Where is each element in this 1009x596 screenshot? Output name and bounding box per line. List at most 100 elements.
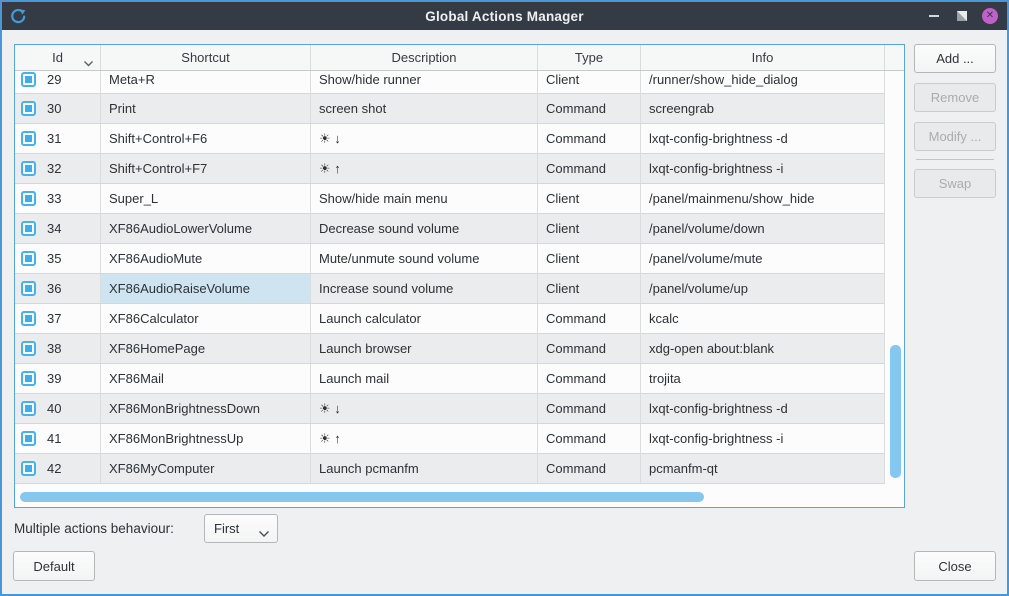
enabled-checkbox[interactable] (21, 371, 36, 386)
type-cell[interactable]: Command (538, 304, 641, 334)
description-cell[interactable]: Increase sound volume (311, 274, 538, 304)
row-id-cell[interactable]: 40 (15, 394, 101, 424)
table-row[interactable]: 40 XF86MonBrightnessDown ☀ ↓ Command lxq… (15, 394, 885, 424)
column-header-type[interactable]: Type (538, 45, 641, 70)
row-id-cell[interactable]: 31 (15, 124, 101, 154)
table-row[interactable]: 42 XF86MyComputer Launch pcmanfm Command… (15, 454, 885, 484)
info-cell[interactable]: lxqt-config-brightness -d (641, 124, 885, 154)
description-cell[interactable]: Show/hide runner (311, 71, 538, 94)
description-cell[interactable]: ☀ ↑ (311, 424, 538, 454)
table-row[interactable]: 30 Print screen shot Command screengrab (15, 94, 885, 124)
description-cell[interactable]: Launch calculator (311, 304, 538, 334)
close-button[interactable]: Close (914, 551, 996, 581)
horizontal-scrollbar-thumb[interactable] (20, 492, 704, 502)
type-cell[interactable]: Client (538, 71, 641, 94)
table-row[interactable]: 31 Shift+Control+F6 ☀ ↓ Command lxqt-con… (15, 124, 885, 154)
description-cell[interactable]: ☀ ↑ (311, 154, 538, 184)
description-cell[interactable]: Decrease sound volume (311, 214, 538, 244)
type-cell[interactable]: Command (538, 154, 641, 184)
row-id-cell[interactable]: 32 (15, 154, 101, 184)
description-cell[interactable]: Launch mail (311, 364, 538, 394)
titlebar[interactable]: Global Actions Manager ✕ (2, 2, 1007, 30)
shortcut-cell[interactable]: Super_L (101, 184, 311, 214)
shortcut-cell[interactable]: XF86Mail (101, 364, 311, 394)
modify-button[interactable]: Modify ... (914, 122, 996, 151)
description-cell[interactable]: Mute/unmute sound volume (311, 244, 538, 274)
shortcut-cell[interactable]: XF86AudioRaiseVolume (101, 274, 311, 304)
shortcut-cell[interactable]: XF86MyComputer (101, 454, 311, 484)
enabled-checkbox[interactable] (21, 431, 36, 446)
description-cell[interactable]: screen shot (311, 94, 538, 124)
description-cell[interactable]: Show/hide main menu (311, 184, 538, 214)
vertical-scrollbar-thumb[interactable] (890, 345, 901, 478)
info-cell[interactable]: lxqt-config-brightness -d (641, 394, 885, 424)
type-cell[interactable]: Command (538, 124, 641, 154)
shortcut-cell[interactable]: Shift+Control+F7 (101, 154, 311, 184)
table-row[interactable]: 29 Meta+R Show/hide runner Client /runne… (15, 71, 885, 94)
row-id-cell[interactable]: 37 (15, 304, 101, 334)
table-row[interactable]: 38 XF86HomePage Launch browser Command x… (15, 334, 885, 364)
shortcut-cell[interactable]: Print (101, 94, 311, 124)
row-id-cell[interactable]: 39 (15, 364, 101, 394)
enabled-checkbox[interactable] (21, 221, 36, 236)
row-id-cell[interactable]: 36 (15, 274, 101, 304)
vertical-scrollbar[interactable] (888, 45, 904, 507)
enabled-checkbox[interactable] (21, 72, 36, 87)
remove-button[interactable]: Remove (914, 83, 996, 112)
info-cell[interactable]: /panel/volume/up (641, 274, 885, 304)
type-cell[interactable]: Command (538, 394, 641, 424)
table-row[interactable]: 41 XF86MonBrightnessUp ☀ ↑ Command lxqt-… (15, 424, 885, 454)
description-cell[interactable]: ☀ ↓ (311, 124, 538, 154)
info-cell[interactable]: pcmanfm-qt (641, 454, 885, 484)
description-cell[interactable]: ☀ ↓ (311, 394, 538, 424)
enabled-checkbox[interactable] (21, 281, 36, 296)
behaviour-select[interactable]: First (204, 514, 278, 543)
default-button[interactable]: Default (13, 551, 95, 581)
row-id-cell[interactable]: 35 (15, 244, 101, 274)
info-cell[interactable]: /panel/volume/mute (641, 244, 885, 274)
table-row[interactable]: 37 XF86Calculator Launch calculator Comm… (15, 304, 885, 334)
shortcut-cell[interactable]: XF86HomePage (101, 334, 311, 364)
row-id-cell[interactable]: 41 (15, 424, 101, 454)
shortcut-cell[interactable]: Meta+R (101, 71, 311, 94)
shortcut-cell[interactable]: Shift+Control+F6 (101, 124, 311, 154)
type-cell[interactable]: Command (538, 364, 641, 394)
minimize-button[interactable] (925, 7, 943, 25)
enabled-checkbox[interactable] (21, 401, 36, 416)
column-header-id[interactable]: Id (15, 45, 101, 70)
info-cell[interactable]: kcalc (641, 304, 885, 334)
close-window-button[interactable]: ✕ (981, 7, 999, 25)
info-cell[interactable]: trojita (641, 364, 885, 394)
table-row[interactable]: 36 XF86AudioRaiseVolume Increase sound v… (15, 274, 885, 304)
info-cell[interactable]: xdg-open about:blank (641, 334, 885, 364)
row-id-cell[interactable]: 38 (15, 334, 101, 364)
shortcut-cell[interactable]: XF86AudioMute (101, 244, 311, 274)
shortcut-cell[interactable]: XF86MonBrightnessDown (101, 394, 311, 424)
row-id-cell[interactable]: 33 (15, 184, 101, 214)
info-cell[interactable]: lxqt-config-brightness -i (641, 154, 885, 184)
row-id-cell[interactable]: 29 (15, 71, 101, 94)
table-row[interactable]: 32 Shift+Control+F7 ☀ ↑ Command lxqt-con… (15, 154, 885, 184)
info-cell[interactable]: lxqt-config-brightness -i (641, 424, 885, 454)
column-header-info[interactable]: Info (641, 45, 885, 70)
shortcut-cell[interactable]: XF86AudioLowerVolume (101, 214, 311, 244)
enabled-checkbox[interactable] (21, 461, 36, 476)
table-row[interactable]: 34 XF86AudioLowerVolume Decrease sound v… (15, 214, 885, 244)
table-row[interactable]: 35 XF86AudioMute Mute/unmute sound volum… (15, 244, 885, 274)
table-row[interactable]: 39 XF86Mail Launch mail Command trojita (15, 364, 885, 394)
enabled-checkbox[interactable] (21, 341, 36, 356)
table-row[interactable]: 33 Super_L Show/hide main menu Client /p… (15, 184, 885, 214)
enabled-checkbox[interactable] (21, 191, 36, 206)
enabled-checkbox[interactable] (21, 101, 36, 116)
column-header-shortcut[interactable]: Shortcut (101, 45, 311, 70)
enabled-checkbox[interactable] (21, 311, 36, 326)
type-cell[interactable]: Command (538, 94, 641, 124)
type-cell[interactable]: Command (538, 334, 641, 364)
swap-button[interactable]: Swap (914, 169, 996, 198)
type-cell[interactable]: Client (538, 214, 641, 244)
shortcut-cell[interactable]: XF86Calculator (101, 304, 311, 334)
info-cell[interactable]: screengrab (641, 94, 885, 124)
description-cell[interactable]: Launch pcmanfm (311, 454, 538, 484)
row-id-cell[interactable]: 34 (15, 214, 101, 244)
type-cell[interactable]: Command (538, 454, 641, 484)
